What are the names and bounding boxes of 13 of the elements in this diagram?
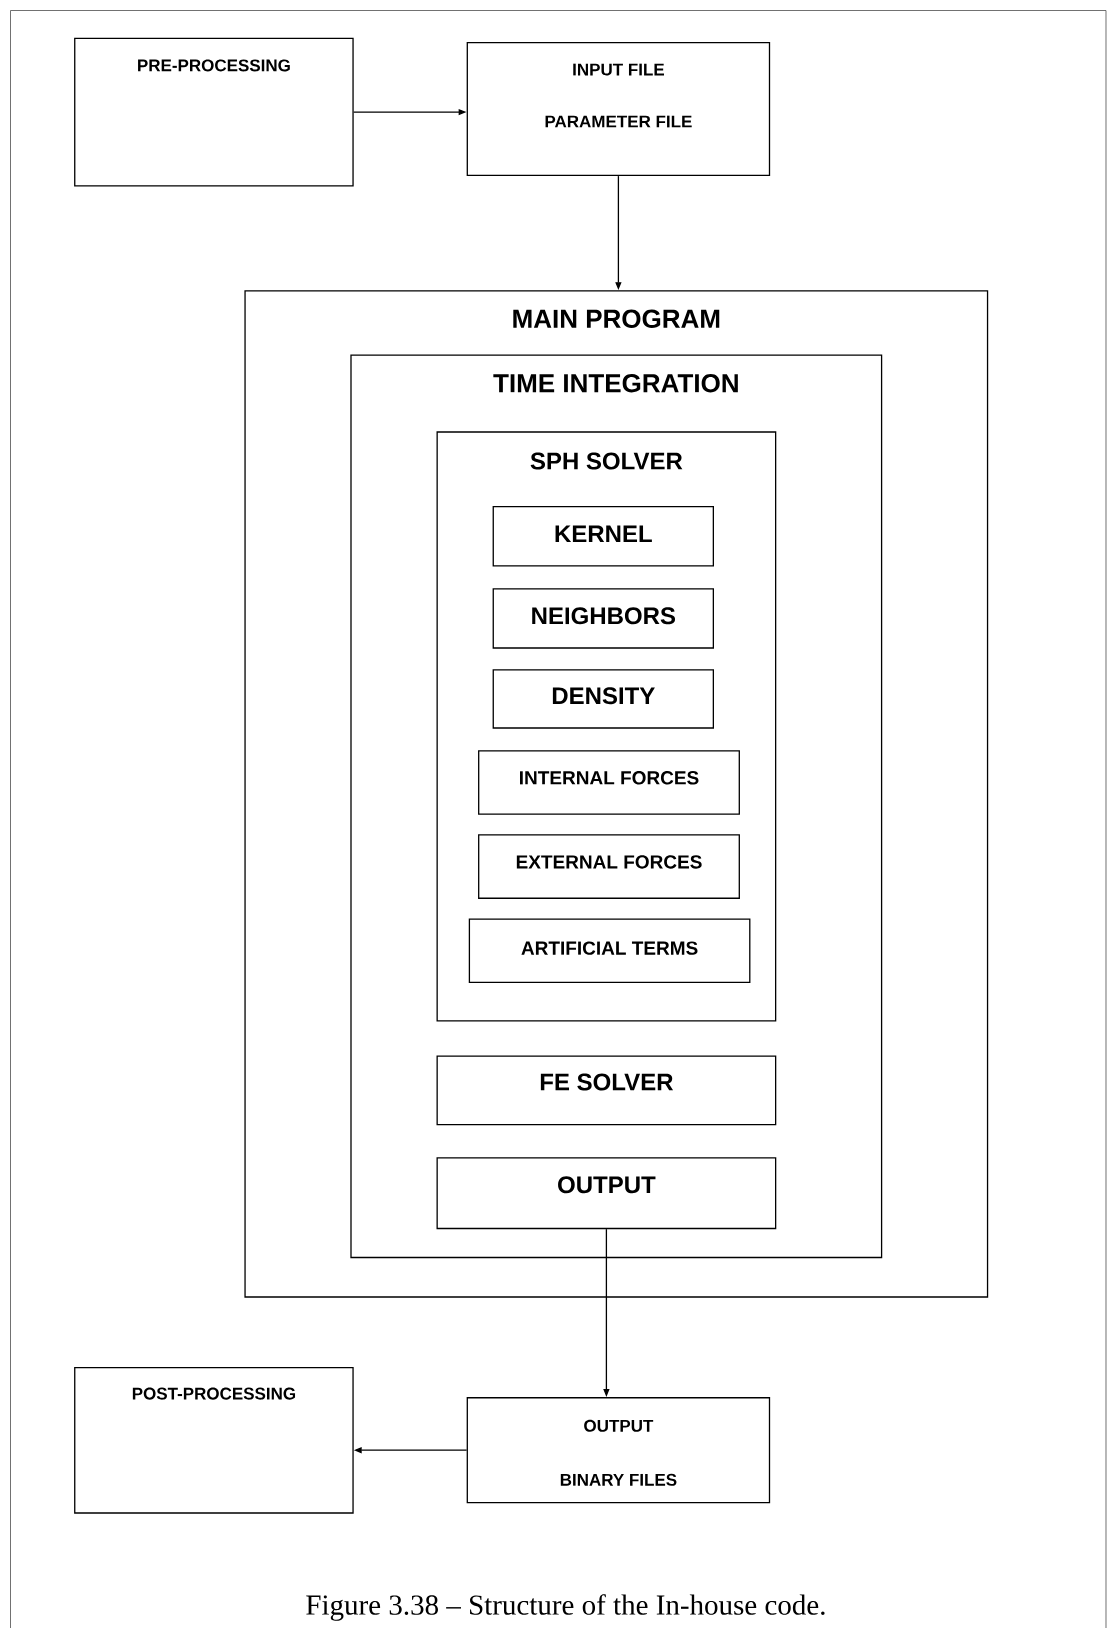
- process-box: ARTIFICIAL TERMS: [468, 918, 751, 983]
- process-box: POST-PROCESSING: [74, 1366, 354, 1514]
- process-box: PRE-PROCESSING: [74, 37, 354, 187]
- process-box: EXTERNAL FORCES: [478, 834, 740, 899]
- process-box: DENSITY: [492, 669, 714, 729]
- process-box: INTERNAL FORCES: [478, 750, 740, 815]
- process-box: OUTPUT: [436, 1157, 777, 1230]
- process-box: FE SOLVER: [436, 1055, 777, 1126]
- process-box: OUTPUT BINARY FILES: [466, 1397, 771, 1504]
- figure-caption: Figure 3.38 – Structure of the In-house code.: [306, 1594, 825, 1621]
- process-box: KERNEL: [492, 506, 714, 567]
- process-box: NEIGHBORS: [492, 588, 714, 649]
- process-box: INPUT FILE PARAMETER FILE: [466, 41, 771, 177]
